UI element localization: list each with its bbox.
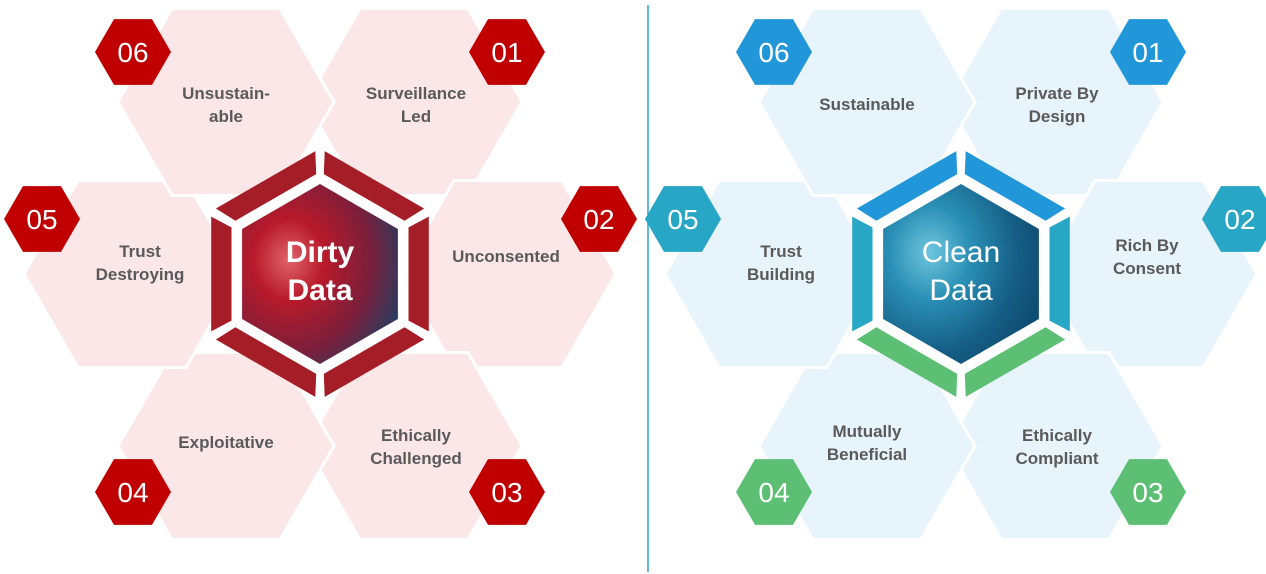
dirty-label-line: Ethically — [381, 426, 451, 445]
clean-badge-number-06: 06 — [758, 37, 789, 68]
clean-ring-segment-4 — [856, 327, 958, 397]
clean-badge-number-01: 01 — [1132, 37, 1163, 68]
dirty-badge-01 — [469, 19, 545, 85]
dirty-ring-segment-5 — [211, 216, 232, 332]
clean-center-title-line: Clean — [922, 236, 1000, 269]
clean-badge-number-02: 02 — [1224, 204, 1255, 235]
dirty-badge-06 — [95, 19, 171, 85]
clean-ring-segment-5 — [852, 216, 873, 332]
clean-ring-segment-6 — [856, 151, 958, 221]
dirty-ring-segment-3 — [323, 327, 425, 397]
clean-label-line: Consent — [1113, 259, 1181, 278]
dirty-badge-number-01: 01 — [491, 37, 522, 68]
clean-label-02: Rich By Consent — [1113, 236, 1181, 278]
clean-label-06: Sustainable — [819, 95, 914, 114]
dirty-label-line: Challenged — [370, 449, 462, 468]
dirty-label-06: Unsustain-able — [182, 84, 270, 126]
clean-badge-01 — [1110, 19, 1186, 85]
clean-center-title-line: Data — [929, 274, 993, 307]
dirty-center-hex — [242, 184, 398, 364]
clean-label-line: Mutually — [833, 422, 902, 441]
clean-badge-number-03: 03 — [1132, 477, 1163, 508]
clean-badge-03 — [1110, 459, 1186, 525]
clean-label-01: Private By Design — [1015, 84, 1099, 126]
clean-badge-number-05: 05 — [667, 204, 698, 235]
dirty-ring-segment-6 — [215, 151, 317, 221]
dirty-ring-segment-1 — [323, 151, 425, 221]
clean-label-line: Building — [747, 265, 815, 284]
clean-ring-segment-2 — [1049, 216, 1070, 332]
clean-label-line: Trust — [760, 242, 802, 261]
dirty-badge-03 — [469, 459, 545, 525]
dirty-label-02: Unconsented — [452, 247, 560, 266]
dirty-label-line: Unsustain- — [182, 84, 270, 103]
dirty-label-line: Exploitative — [178, 433, 273, 452]
clean-center-hex — [883, 184, 1039, 364]
clean-label-line: Private By — [1015, 84, 1099, 103]
dirty-badge-number-02: 02 — [583, 204, 614, 235]
clean-label-line: Ethically — [1022, 426, 1092, 445]
dirty-label-line: Surveillance — [366, 84, 466, 103]
clean-badge-06 — [736, 19, 812, 85]
clean-badge-04 — [736, 459, 812, 525]
dirty-badge-number-04: 04 — [117, 477, 148, 508]
dirty-label-line: Unconsented — [452, 247, 560, 266]
clean-label-line: Compliant — [1015, 449, 1098, 468]
clean-badge-05 — [645, 186, 721, 252]
clean-badge-number-04: 04 — [758, 477, 789, 508]
clean-label-line: Design — [1029, 107, 1086, 126]
dirty-badge-number-03: 03 — [491, 477, 522, 508]
dirty-label-line: Trust — [119, 242, 161, 261]
clean-ring-segment-1 — [964, 151, 1066, 221]
dirty-label-line: able — [209, 107, 243, 126]
dirty-label-line: Destroying — [96, 265, 185, 284]
dirty-badge-04 — [95, 459, 171, 525]
clean-ring-segment-3 — [964, 327, 1066, 397]
dirty-badge-02 — [561, 186, 637, 252]
clean-label-line: Beneficial — [827, 445, 907, 464]
dirty-badge-05 — [4, 186, 80, 252]
clean-label-line: Rich By — [1115, 236, 1179, 255]
dirty-center-title-line: Dirty — [286, 236, 355, 269]
dirty-badge-number-06: 06 — [117, 37, 148, 68]
clean-badge-02 — [1202, 186, 1266, 252]
dirty-badge-number-05: 05 — [26, 204, 57, 235]
dirty-ring-segment-2 — [408, 216, 429, 332]
clean-label-line: Sustainable — [819, 95, 914, 114]
dirty-label-line: Led — [401, 107, 431, 126]
dirty-ring-segment-4 — [215, 327, 317, 397]
dirty-center-title-line: Data — [287, 274, 352, 307]
dirty-label-04: Exploitative — [178, 433, 273, 452]
